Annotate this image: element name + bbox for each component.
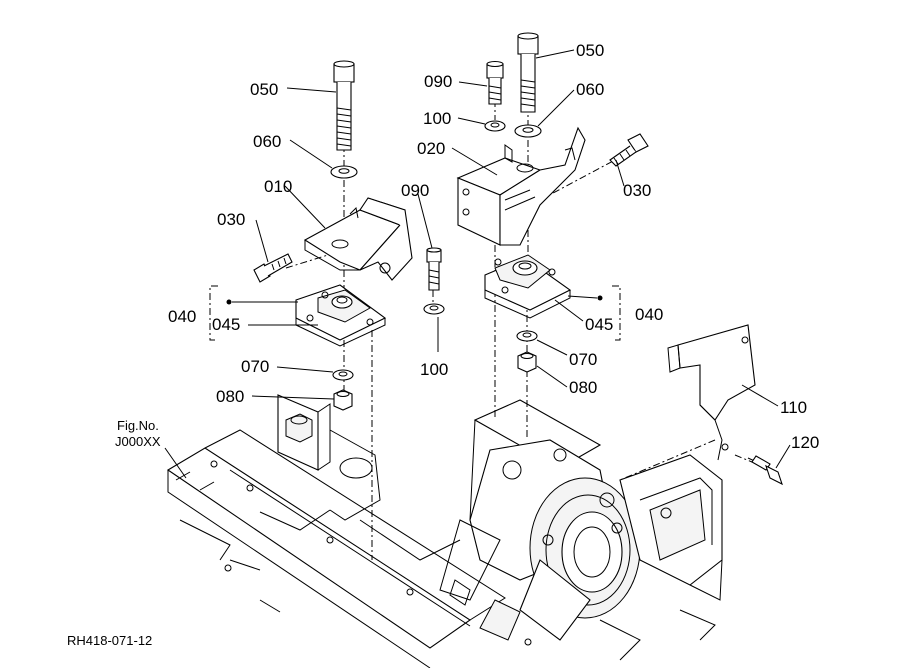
- plate-110: [667, 324, 756, 461]
- bolt-120: [747, 455, 783, 486]
- bracket-020: [456, 126, 586, 246]
- bolt-050-left: [333, 60, 355, 151]
- washer-100-left: [423, 303, 445, 315]
- left-mount-assembly: [209, 60, 445, 411]
- callout-060-left: 060: [253, 132, 281, 151]
- callout-090-right: 090: [424, 72, 452, 91]
- callout-045-left: 045: [212, 315, 240, 334]
- washer-060-left: [330, 165, 358, 179]
- callout-110: 110: [780, 398, 807, 417]
- callout-030-right: 030: [623, 181, 651, 200]
- bolt-090-right: [486, 60, 504, 105]
- callout-060-right: 060: [576, 80, 604, 99]
- callout-070-right: 070: [569, 350, 597, 369]
- callout-100-left: 100: [420, 360, 448, 379]
- callout-010: 010: [264, 177, 292, 196]
- bolt-030-left: [253, 253, 293, 283]
- washer-070-left: [332, 369, 354, 381]
- mount-045-right: [484, 254, 572, 319]
- callout-080-left: 080: [216, 387, 244, 406]
- callout-040-left: 040: [168, 307, 196, 326]
- figure-number-value: J000XX: [115, 434, 161, 449]
- right-mount-assembly: [456, 32, 649, 373]
- figure-number-label: Fig.No.: [117, 418, 159, 433]
- callout-080-right: 080: [569, 378, 597, 397]
- callout-100-right: 100: [423, 109, 451, 128]
- callout-045-right: 045: [585, 315, 613, 334]
- bracket-010: [303, 197, 413, 281]
- callout-030-left: 030: [217, 210, 245, 229]
- callout-120: 120: [791, 433, 819, 452]
- chassis-frame: [166, 394, 723, 668]
- washer-060-right: [514, 124, 542, 138]
- bolt-050-right: [517, 32, 539, 113]
- callout-040-right: 040: [635, 305, 663, 324]
- mount-045-left: [295, 284, 387, 347]
- bolt-030-right: [609, 133, 649, 167]
- figure-reference: Fig.No. J000XX: [115, 418, 161, 449]
- callout-090-left: 090: [401, 181, 429, 200]
- nut-080-right: [517, 351, 537, 373]
- washer-070-right: [516, 330, 538, 342]
- callout-070-left: 070: [241, 357, 269, 376]
- callout-labels: 050 060 010 030 040 045 070 080 090 100 …: [168, 41, 819, 452]
- washer-100-right: [484, 120, 506, 132]
- callout-050-left: 050: [250, 80, 278, 99]
- nut-080-left: [333, 389, 353, 411]
- drawing-code: RH418-071-12: [67, 633, 152, 648]
- bolt-090-left: [426, 247, 442, 291]
- callout-020: 020: [417, 139, 445, 158]
- leader-lines: [164, 49, 791, 479]
- callout-050-right: 050: [576, 41, 604, 60]
